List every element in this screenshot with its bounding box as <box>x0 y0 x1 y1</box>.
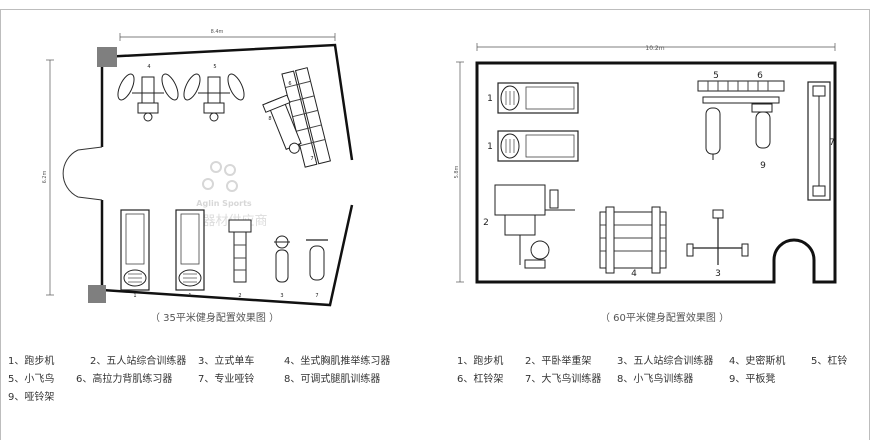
right-legend: 1、跑步机 2、平卧举重架 3、五人站综合训练器 4、史密斯机 5、杠铃 6、杠… <box>457 353 867 389</box>
left-legend-row-3: 9、哑铃架 <box>8 389 428 407</box>
right-treadmill-1 <box>497 82 579 114</box>
right-barbell-rack <box>697 80 785 104</box>
left-bench-7 <box>306 239 328 281</box>
left-dim-top: 8.4m <box>211 29 224 35</box>
left-legend-item: 8、可调式腿肌训练器 <box>284 374 381 385</box>
left-label-1b: 1 <box>188 293 191 299</box>
left-floor-plan: 8.4m 6.2m <box>42 29 354 307</box>
left-label-2: 2 <box>238 293 241 299</box>
right-floor-plan: 10.2m 5.8m <box>454 43 837 284</box>
left-label-7a: 7 <box>310 156 313 162</box>
right-plan-caption: （ 60平米健身配置效果图 ） <box>600 313 730 324</box>
left-legend-item: 7、专业哑铃 <box>198 374 255 385</box>
right-dim-top: 10.2m <box>645 45 664 52</box>
right-legend-row-1: 1、跑步机 2、平卧举重架 3、五人站综合训练器 4、史密斯机 5、杠铃 <box>457 353 867 371</box>
left-legend-item: 3、立式单车 <box>198 356 255 367</box>
left-label-4: 4 <box>147 64 150 70</box>
left-legend-item: 2、五人站综合训练器 <box>90 356 187 367</box>
left-label-7b: 7 <box>315 293 318 299</box>
left-legend-item: 1、跑步机 <box>8 356 55 367</box>
left-legend-item: 6、高拉力背肌练习器 <box>76 374 173 385</box>
left-plan-caption: （ 35平米健身配置效果图 ） <box>150 313 280 324</box>
right-legend-item: 5、杠铃 <box>811 356 848 367</box>
left-treadmill-2 <box>175 209 205 291</box>
left-dumbbell-rack <box>281 67 332 168</box>
right-bench-press <box>494 184 575 269</box>
left-legend-row-1: 1、跑步机 2、五人站综合训练器 3、立式单车 4、坐式胸肌推举练习器 <box>8 353 428 371</box>
left-treadmill-1 <box>120 209 150 291</box>
right-walls <box>475 61 837 284</box>
right-legend-item: 7、大飞鸟训练器 <box>525 374 602 385</box>
right-legend-row-2: 6、杠铃架 7、大飞鸟训练器 8、小飞鸟训练器 9、平板凳 <box>457 371 867 389</box>
left-column-bottom <box>88 285 106 303</box>
left-label-6: 6 <box>288 81 291 87</box>
left-leg-machine <box>262 94 302 154</box>
right-legend-item: 1、跑步机 <box>457 356 504 367</box>
left-wall-top <box>100 43 354 161</box>
right-label-3: 3 <box>715 269 721 279</box>
left-multistation-1 <box>114 71 182 122</box>
right-legend-item: 9、平板凳 <box>729 374 776 385</box>
left-wall-bottom <box>100 200 354 307</box>
right-label-1a: 1 <box>487 94 493 104</box>
left-column-top <box>97 47 117 67</box>
left-legend-item: 9、哑铃架 <box>8 392 55 403</box>
right-legend-item: 2、平卧举重架 <box>525 356 592 367</box>
left-label-5: 5 <box>213 64 216 70</box>
left-multistation-2 <box>180 71 248 122</box>
right-label-5: 5 <box>713 71 719 81</box>
left-legend-item: 4、坐式胸肌推举练习器 <box>284 356 391 367</box>
left-label-8: 8 <box>268 116 271 122</box>
right-dim-side: 5.8m <box>454 165 460 178</box>
right-treadmill-2 <box>497 130 579 162</box>
right-legend-item: 8、小飞鸟训练器 <box>617 374 694 385</box>
right-flat-bench-2 <box>751 103 773 149</box>
left-legend: 1、跑步机 2、五人站综合训练器 3、立式单车 4、坐式胸肌推举练习器 5、小飞… <box>8 353 428 407</box>
right-legend-item: 3、五人站综合训练器 <box>617 356 714 367</box>
left-legend-item: 5、小飞鸟 <box>8 374 55 385</box>
right-flat-bench-1 <box>705 107 721 160</box>
left-legend-row-2: 5、小飞鸟 6、高拉力背肌练习器 7、专业哑铃 8、可调式腿肌训练器 <box>8 371 428 389</box>
left-door <box>62 146 103 201</box>
right-crossover <box>807 81 831 201</box>
left-label-3: 3 <box>280 293 283 299</box>
left-upright-bike <box>228 219 252 283</box>
right-legend-item: 6、杠铃架 <box>457 374 504 385</box>
right-smith-machine <box>599 206 667 274</box>
right-label-2: 2 <box>483 218 489 228</box>
watermark-brand: Aglin Sports <box>196 199 252 208</box>
right-legend-item: 4、史密斯机 <box>729 356 786 367</box>
right-label-6: 6 <box>757 71 763 81</box>
right-label-4: 4 <box>631 269 637 279</box>
right-label-9: 9 <box>760 161 766 171</box>
right-label-1b: 1 <box>487 142 493 152</box>
right-multistation <box>686 209 749 265</box>
left-label-1a: 1 <box>133 293 136 299</box>
left-dim-side: 6.2m <box>42 170 48 183</box>
left-bench-3 <box>274 235 290 283</box>
right-label-7: 7 <box>829 138 835 148</box>
